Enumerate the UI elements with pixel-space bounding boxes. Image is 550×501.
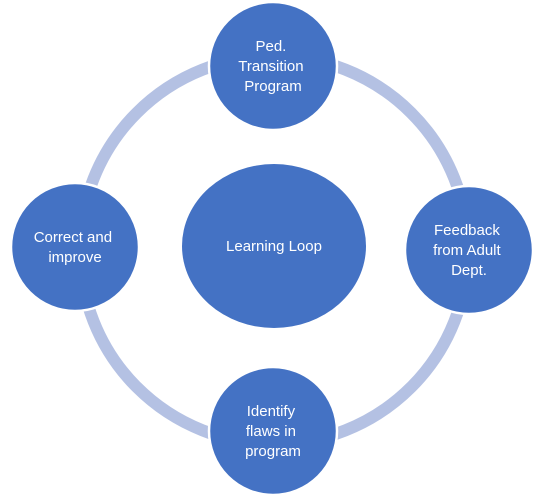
center-label-line: Learning Loop	[226, 238, 322, 255]
node-circle	[403, 184, 535, 316]
node-identify-flaws-in-program: Identify flaws in program	[207, 365, 339, 497]
center-circle	[182, 164, 366, 328]
node-label-line: Identify	[247, 403, 296, 420]
node-circle	[9, 181, 141, 313]
node-label: Ped. Transition Program	[238, 38, 307, 95]
node-label: Correct and improve	[34, 229, 117, 266]
node-label-line: improve	[48, 249, 101, 266]
node-ped-transition-program: Ped. Transition Program	[207, 0, 339, 132]
center-label: Learning Loop	[226, 238, 322, 255]
center-node: Learning Loop	[182, 164, 366, 328]
node-circle	[207, 0, 339, 132]
node-label-line: from Adult	[433, 242, 501, 259]
node-label-line: Ped.	[255, 38, 286, 55]
node-label-line: Program	[244, 78, 302, 95]
node-circle	[207, 365, 339, 497]
node-correct-and-improve: Correct and improve	[9, 181, 141, 313]
node-label-line: Correct and	[34, 229, 112, 246]
node-label-line: Feedback	[434, 222, 500, 239]
node-label-line: program	[245, 443, 301, 460]
node-feedback-from-adult-dept: Feedback from Adult Dept.	[403, 184, 535, 316]
node-label-line: Transition	[238, 58, 303, 75]
node-label: Feedback from Adult Dept.	[433, 222, 505, 279]
node-label: Identify flaws in program	[245, 403, 301, 460]
node-label-line: flaws in	[246, 423, 296, 440]
node-label-line: Dept.	[451, 262, 487, 279]
